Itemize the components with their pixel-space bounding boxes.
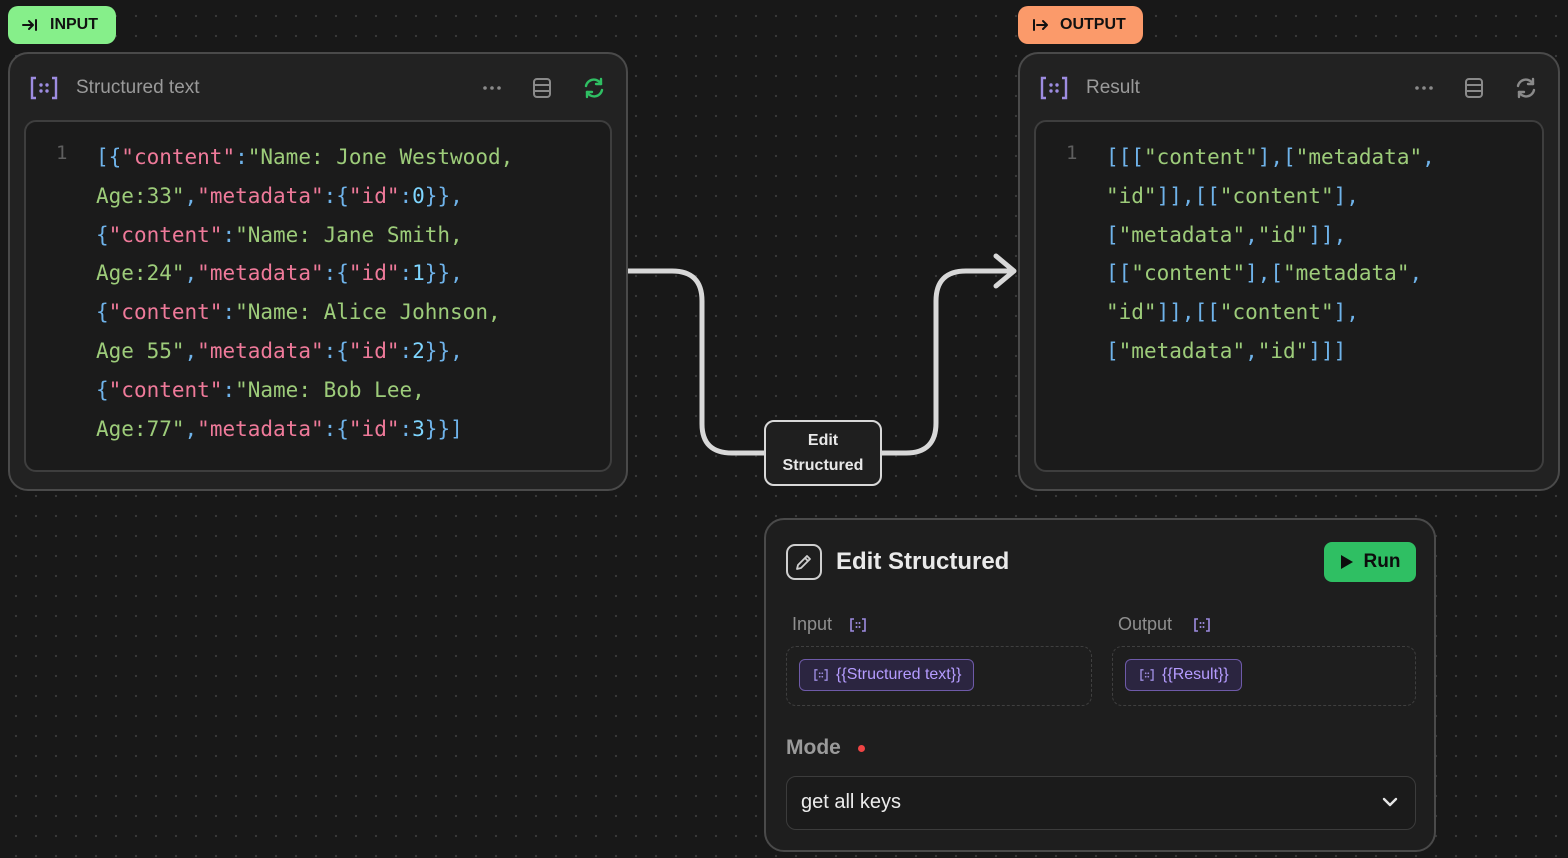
line-number: 1: [56, 142, 68, 164]
ellipsis-icon: [1415, 86, 1433, 90]
refresh-icon: [584, 77, 604, 99]
connector-label-line1: Edit: [807, 432, 839, 449]
input-tag: INPUT: [8, 6, 116, 44]
mode-label: Mode: [786, 736, 841, 759]
edit-structured-panel: Edit Structured Run Input Output {{Struc…: [764, 518, 1436, 852]
database-button[interactable]: [530, 76, 554, 100]
input-variable-field[interactable]: {{Structured text}}: [786, 646, 1092, 706]
mode-select[interactable]: get all keys: [786, 776, 1416, 830]
arrow-head-icon: [993, 253, 1017, 289]
structured-data-icon: [1040, 76, 1068, 100]
database-icon: [1465, 78, 1483, 98]
database-icon: [533, 78, 551, 98]
node-title: Structured text: [76, 77, 200, 98]
input-label: Input: [792, 614, 833, 634]
refresh-icon: [1516, 77, 1536, 99]
structured-data-icon: [1140, 669, 1154, 681]
structured-data-icon: [30, 76, 58, 100]
output-chip-label: {{Result}}: [1162, 666, 1229, 683]
connector-label-line2: Structured: [782, 457, 864, 474]
node-header: Structured text: [10, 54, 626, 122]
refresh-button[interactable]: [582, 76, 606, 100]
output-variable-field[interactable]: {{Result}}: [1112, 646, 1416, 706]
result-node[interactable]: Result 1 [[["content"],["metadata", "id"…: [1018, 52, 1560, 491]
run-button-label: Run: [1363, 551, 1401, 572]
input-chip-label: {{Structured text}}: [836, 666, 962, 683]
output-variable-chip[interactable]: {{Result}}: [1125, 659, 1242, 691]
line-number: 1: [1066, 142, 1078, 164]
ellipsis-icon: [483, 86, 501, 90]
structured-text-node[interactable]: Structured text 1 [{"content":"Name: Jon…: [8, 52, 628, 491]
input-variable-chip[interactable]: {{Structured text}}: [799, 659, 975, 691]
input-tag-label: INPUT: [50, 16, 98, 33]
output-tag: OUTPUT: [1018, 6, 1143, 44]
chevron-down-icon: [1382, 797, 1398, 807]
structured-data-icon: [1194, 618, 1210, 632]
panel-title: Edit Structured: [836, 548, 1010, 575]
code-editor[interactable]: 1 [{"content":"Name: Jone Westwood, Age:…: [24, 120, 612, 472]
run-button[interactable]: Run: [1324, 542, 1416, 582]
node-header: Result: [1020, 54, 1558, 122]
refresh-button[interactable]: [1514, 76, 1538, 100]
output-arrow-icon: [1033, 19, 1048, 31]
structured-data-icon: [814, 669, 828, 681]
output-label: Output: [1118, 614, 1173, 634]
more-options-button[interactable]: [480, 76, 504, 100]
output-tag-label: OUTPUT: [1060, 16, 1126, 33]
edit-structured-connector[interactable]: Edit Structured: [764, 420, 882, 486]
more-options-button[interactable]: [1412, 76, 1436, 100]
code-viewer[interactable]: 1 [[["content"],["metadata", "id"]],[["c…: [1034, 120, 1544, 472]
database-button[interactable]: [1462, 76, 1486, 100]
structured-text-content: [{"content":"Name: Jone Westwood, Age:33…: [96, 145, 514, 441]
input-arrow-icon: [22, 19, 37, 31]
structured-data-icon: [850, 618, 866, 632]
result-content: [[["content"],["metadata", "id"]],[["con…: [1106, 145, 1435, 363]
mode-select-value: get all keys: [801, 791, 902, 813]
node-title: Result: [1086, 77, 1140, 98]
required-indicator: [858, 745, 865, 752]
edit-pencil-icon: [786, 544, 822, 580]
play-icon: [1340, 555, 1353, 569]
